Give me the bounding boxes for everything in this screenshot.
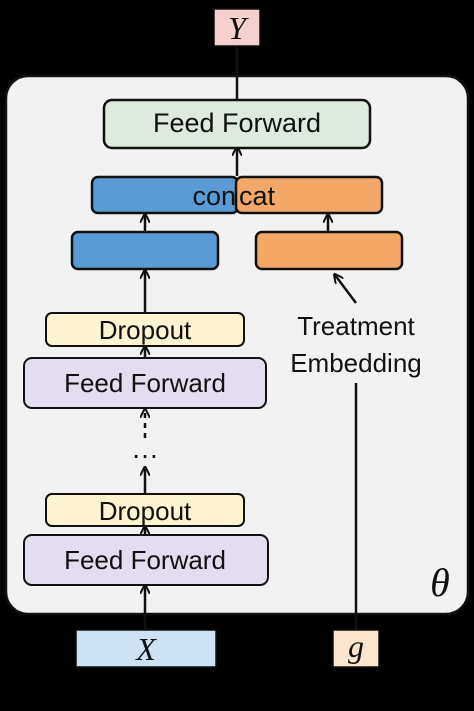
input-g-box: [332, 629, 380, 668]
layer-ellipsis: …: [131, 433, 159, 464]
input-g-label: g: [348, 628, 364, 664]
lower-dropout-block: [45, 493, 245, 527]
lower-feed-forward-label: Feed Forward: [64, 545, 226, 575]
concat-right-block: [234, 175, 384, 215]
concat-left-label: con: [192, 181, 236, 211]
upper-dropout-label: Dropout: [99, 315, 192, 345]
upper-feed-forward-label: Feed Forward: [64, 368, 226, 398]
top-feed-forward-block: [102, 98, 372, 150]
input-x-label: X: [134, 631, 157, 667]
upper-feed-forward-block: [23, 357, 267, 409]
lower-dropout-label: Dropout: [99, 496, 192, 526]
treatment-label-line2: Embedding: [290, 348, 422, 378]
orange-embedding-block: [254, 230, 404, 271]
top-feed-forward-label: Feed Forward: [153, 108, 321, 138]
input-x-box: [75, 629, 217, 668]
output-box: [213, 8, 261, 47]
blue-embedding-block: [70, 230, 220, 271]
lower-feed-forward-block: [23, 534, 269, 586]
output-label: Y: [228, 10, 249, 46]
treatment-label-line1: Treatment: [297, 311, 415, 341]
treatment-pointer-arrow: [335, 275, 357, 304]
parameter-theta-label: θ: [430, 560, 450, 605]
upper-dropout-block: [45, 312, 245, 347]
concat-right-label: cat: [239, 181, 276, 211]
connectors: [145, 46, 358, 630]
